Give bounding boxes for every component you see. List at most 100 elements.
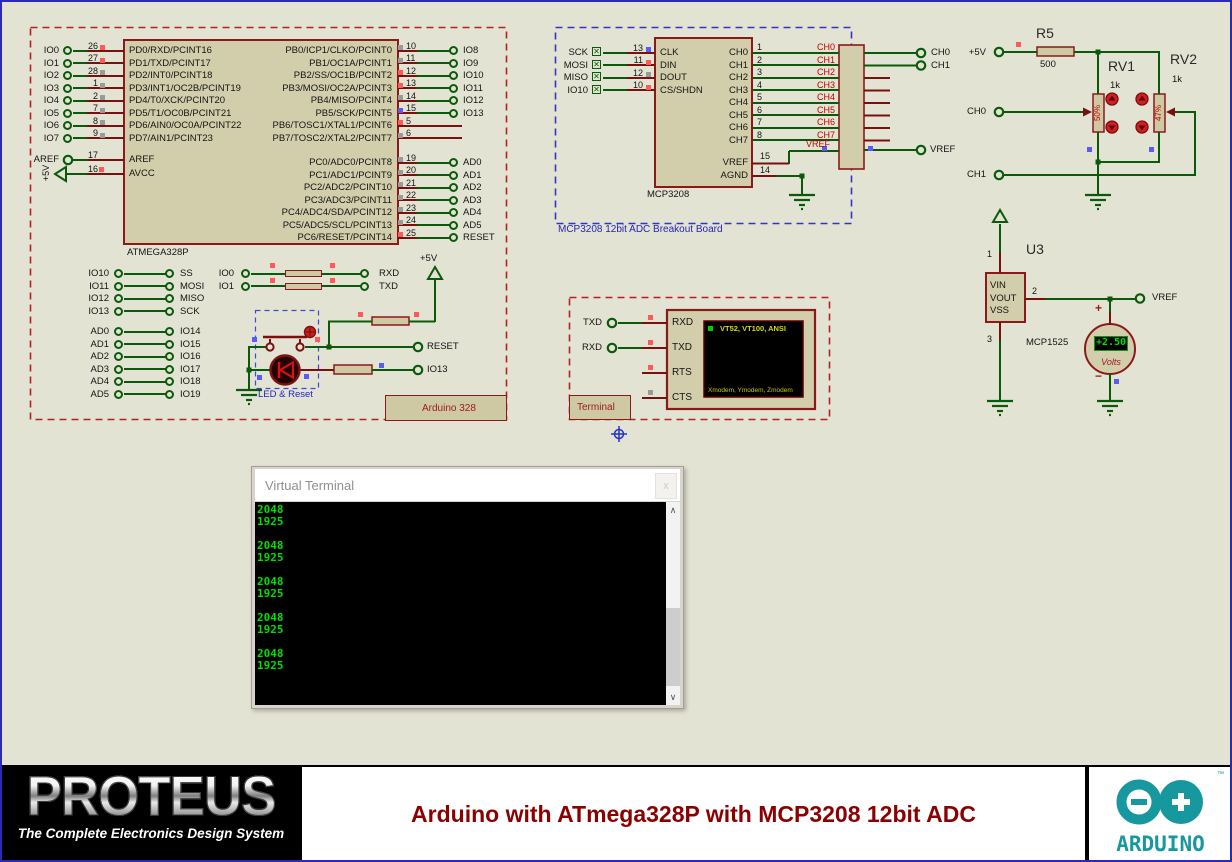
- scrollbar-thumb[interactable]: [666, 608, 680, 686]
- pin-number: 12: [406, 65, 417, 76]
- terminal-screen-led-icon: [708, 326, 713, 331]
- rv1-decrease-button[interactable]: [1105, 120, 1119, 134]
- pot-adjust-buttons[interactable]: [1105, 92, 1149, 134]
- pin-name: DIN: [660, 59, 677, 71]
- net-label: IO18: [180, 376, 201, 388]
- indicator-square: [868, 146, 873, 151]
- terminal-circle: [114, 339, 123, 349]
- indicator-square: [330, 278, 335, 283]
- ch0-out-terminal: [915, 47, 927, 59]
- pin-stub: [627, 89, 655, 92]
- ground-button: [236, 388, 262, 406]
- pin-name: PC4/ADC4/SDA/PCINT12: [281, 207, 392, 219]
- io13-terminal: [412, 364, 424, 376]
- indicator-square: [398, 182, 403, 188]
- pin-name: PB5/SCK/PCINT5: [315, 107, 392, 119]
- terminal-line: [255, 635, 666, 647]
- series-resistor: [285, 270, 322, 278]
- pin-number: 1: [92, 78, 98, 89]
- wire: [73, 74, 87, 77]
- banner-title: Arduino with ATmega328P with MCP3208 12b…: [411, 801, 976, 827]
- ch0-terminal-label: CH0: [931, 47, 951, 58]
- terminal-circle: [63, 121, 72, 131]
- indicator-square: [648, 339, 653, 345]
- arduino-infinity-icon: [1116, 779, 1203, 825]
- io-terminal-label: IO11: [89, 280, 109, 292]
- terminal-circle: [63, 96, 72, 106]
- pin-number: 3: [757, 67, 763, 78]
- ch1-terminal-label: CH1: [931, 60, 951, 71]
- indicator-square: [398, 95, 403, 101]
- pin-name: CS/SHDN: [660, 84, 703, 96]
- pin-number: 16: [87, 164, 98, 174]
- close-button[interactable]: x: [655, 473, 677, 499]
- pin-stub: [87, 74, 124, 77]
- origin-crosshair-icon: [611, 426, 627, 442]
- push-button[interactable]: [263, 325, 317, 352]
- u3-ref-label: U3: [1026, 241, 1044, 257]
- rv2-value-label: 1k: [1172, 74, 1183, 85]
- pin-number: 13: [406, 78, 417, 89]
- pin-name: PC2/ADC2/PCINT10: [303, 182, 392, 194]
- plus5v-terminal: [993, 46, 1005, 58]
- channel-net-label: CH6: [816, 117, 835, 128]
- wire: [417, 199, 450, 202]
- rv1-increase-button[interactable]: [1105, 92, 1119, 106]
- pin-number: 6: [406, 128, 412, 139]
- pin-name: CH4: [728, 97, 748, 109]
- pin-stub: [398, 74, 417, 77]
- pin-name: PB4/MISO/PCINT4: [310, 95, 392, 107]
- terminal-line: 1925: [257, 515, 284, 528]
- resistor-reset: [371, 316, 410, 326]
- pin-name: PD2/INT0/PCINT18: [129, 70, 213, 82]
- wire: [124, 368, 166, 371]
- terminal-line: 1925: [257, 623, 284, 636]
- terminal-line: 2048: [257, 611, 284, 624]
- pin-name: CH0: [728, 47, 748, 59]
- arduino-board-outline: [29, 26, 508, 421]
- pin-number: 28: [87, 65, 98, 76]
- wire: [124, 297, 166, 300]
- pin-name: PD1/TXD/PCINT17: [129, 57, 211, 69]
- virtual-terminal-titlebar[interactable]: Virtual Terminal x: [255, 469, 680, 501]
- terminal-protocols-text: Xmodem, Ymodem, Zmodem: [708, 387, 793, 394]
- terminal-circle: [165, 364, 174, 374]
- scrollbar[interactable]: ∧ ∨: [666, 502, 680, 705]
- vref-net-label: VREF: [805, 139, 830, 149]
- pin-number: 25: [406, 227, 417, 238]
- pin-stub: [87, 124, 124, 127]
- pin-name: CH5: [728, 109, 748, 121]
- trademark-symbol: ™: [1217, 771, 1224, 778]
- pin-number: 5: [406, 115, 412, 126]
- pin-name: PB0/ICP1/CLKO/PCINT0: [285, 45, 392, 57]
- wire: [124, 272, 166, 275]
- proteus-logo-text: PROTEUS: [2, 765, 300, 828]
- io-terminal-label: AD4: [463, 207, 482, 219]
- pin-number: 8: [757, 129, 763, 140]
- net-label: IO10: [567, 84, 588, 96]
- wire: [124, 380, 166, 383]
- mcp1525-chip-label: MCP1525: [1026, 337, 1069, 348]
- pin-number: 17: [87, 150, 98, 160]
- scrollbar-up-arrow[interactable]: ∧: [669, 505, 677, 515]
- terminal-circle: [114, 327, 123, 337]
- arduino-logo-box: ™ ARDUINO: [1087, 765, 1230, 860]
- ground-u3: [987, 399, 1013, 417]
- pin-number: 1: [987, 249, 993, 259]
- x-terminal-icon: ✕: [592, 59, 601, 69]
- pin-number: 20: [406, 165, 417, 176]
- pin-stub: [398, 112, 417, 115]
- voltmeter-reading: +2.50: [1095, 337, 1127, 348]
- rv2-increase-button[interactable]: [1135, 92, 1149, 106]
- arduino-328-label: Arduino 328: [422, 403, 476, 414]
- rv2-decrease-button[interactable]: [1135, 120, 1149, 134]
- power-arrows: [53, 165, 1009, 280]
- indicator-square: [100, 132, 105, 138]
- scrollbar-down-arrow[interactable]: ∨: [669, 692, 677, 702]
- terminal-line: [255, 527, 666, 539]
- reset-terminal: [412, 341, 424, 353]
- terminal-circle: [449, 233, 458, 243]
- indicator-square: [1016, 42, 1021, 47]
